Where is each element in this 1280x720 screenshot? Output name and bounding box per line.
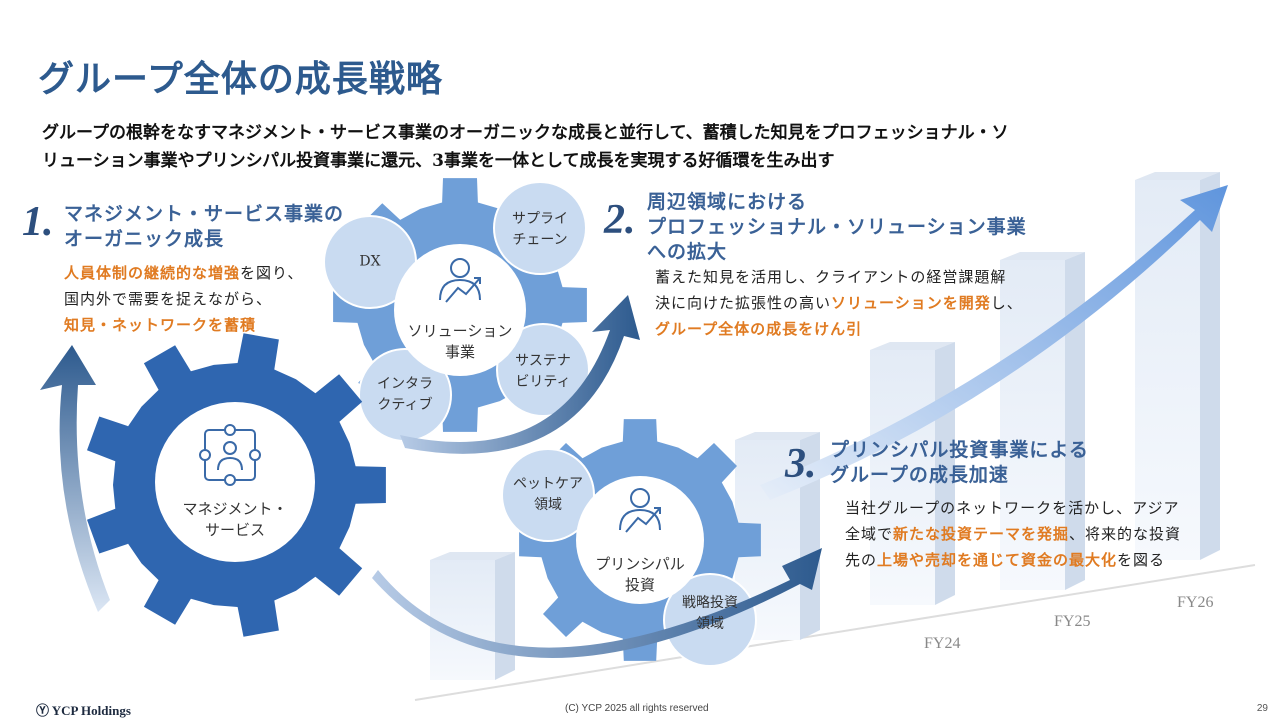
heading-line: プリンシパル投資事業による: [830, 439, 1089, 461]
section-1-body: 人員体制の継続的な増強を図り、 国内外で需要を捉えながら、 知見・ネットワークを…: [64, 260, 303, 338]
section-2-heading: 周辺領域におけるプロフェッショナル・ソリューション事業への拡大: [647, 190, 1027, 265]
section-2-body: 蓄えた知見を活用し、クライアントの経営課題解 決に向けた拡張性の高いソリューショ…: [655, 264, 1023, 342]
solution-center: [394, 244, 526, 376]
text: 決に向けた拡張性の高い: [655, 294, 832, 312]
growth-arrow: [760, 185, 1228, 500]
label-line: ペットケア: [513, 476, 583, 492]
section-1-number: 1.: [22, 199, 54, 245]
text: 当社グループのネットワークを活かし、アジア: [845, 499, 1180, 517]
label-line: ソリューション: [407, 322, 513, 340]
item-supply-chain: サプライチェーン: [512, 209, 568, 251]
company-logo: Ⓨ YCP Holdings: [36, 703, 131, 718]
fy25-label: FY25: [1054, 613, 1091, 630]
item-strategic: 戦略投資領域: [682, 593, 738, 635]
highlight: ソリューションを開発: [831, 294, 991, 312]
heading-line: マネジメント・サービス事業の: [64, 203, 345, 225]
heading-line: への拡大: [647, 241, 728, 263]
label-line: チェーン: [512, 232, 568, 248]
text: 、将来的な投資: [1069, 525, 1182, 543]
bar: [1000, 260, 1065, 590]
bar-top: [870, 342, 955, 350]
item-interactive: インタラクティブ: [377, 374, 433, 416]
label-line: マネジメント・: [182, 500, 288, 518]
person-growth-icon: [619, 488, 661, 533]
label-line: インタラ: [377, 376, 433, 392]
label-line: サービス: [204, 521, 266, 539]
heading-line: プロフェッショナル・ソリューション事業: [647, 216, 1027, 238]
highlight: 知見・ネットワークを蓄積: [64, 316, 257, 334]
text: 国内外で需要を捉えながら、: [64, 290, 273, 308]
arrow-2: [400, 295, 640, 454]
label-line: 事業: [444, 343, 476, 361]
text: 全域で: [845, 525, 894, 543]
floor-line: [414, 564, 1256, 701]
bar: [870, 350, 935, 605]
text: 先の: [845, 551, 878, 569]
arrow-1: [40, 345, 110, 612]
puzzle-people-icon: [199, 424, 261, 486]
logo-text: YCP Holdings: [51, 703, 131, 718]
section-3-body: 当社グループのネットワークを活かし、アジア 全域で新たな投資テーマを発掘、将来的…: [845, 495, 1181, 573]
bar-side: [1065, 252, 1085, 590]
heading-line: オーガニック成長: [64, 228, 225, 250]
item-sustainability: サステナビリティ: [515, 351, 571, 393]
page-title: グループ全体の成長戦略: [38, 58, 443, 100]
text: 蓄えた知見を活用し、クライアントの経営課題解: [655, 268, 1007, 286]
bar-side: [495, 552, 515, 680]
management-gear-label: マネジメント・サービス: [182, 499, 287, 541]
section-3-number: 3.: [785, 441, 817, 487]
section-1-heading: マネジメント・サービス事業のオーガニック成長: [64, 202, 344, 252]
heading-line: グループの成長加速: [830, 464, 1009, 486]
label-line: クティブ: [377, 397, 433, 413]
bar-top: [735, 432, 820, 440]
highlight: 上場や売却を通じて資金の最大化: [877, 551, 1118, 569]
label-line: 戦略投資: [682, 595, 738, 611]
label-line: 領域: [534, 497, 562, 513]
highlight: グループ全体の成長をけん引: [655, 320, 863, 338]
fy26-label: FY26: [1177, 594, 1214, 611]
label-line: サプライ: [512, 211, 568, 227]
label-line: 投資: [624, 576, 655, 594]
item-circle: [501, 448, 595, 542]
heading-line: 周辺領域における: [647, 191, 808, 213]
solution-gear-label: ソリューション事業: [408, 321, 513, 363]
label-line: サステナ: [515, 353, 571, 369]
bar: [430, 560, 495, 680]
highlight: 新たな投資テーマを発掘: [893, 525, 1070, 543]
principal-center: [576, 476, 704, 604]
section-3-heading: プリンシパル投資事業によるグループの成長加速: [830, 438, 1089, 488]
principal-gear-label: プリンシパル投資: [595, 554, 685, 596]
item-dx: DX: [359, 253, 381, 270]
item-petcare: ペットケア領域: [513, 474, 583, 516]
subtitle-line-1: グループの根幹をなすマネジメント・サービス事業のオーガニックな成長と並行して、蓄…: [42, 123, 1009, 143]
item-circle: [496, 323, 590, 417]
fy24-label: FY24: [924, 635, 961, 652]
bar-top: [1135, 172, 1220, 180]
highlight: 人員体制の継続的な増強: [64, 264, 241, 282]
label-line: 領域: [696, 616, 724, 632]
subtitle-line-2: リューション事業やプリンシパル投資事業に還元、3事業を一体として成長を実現する好…: [42, 151, 835, 171]
page-number: 29: [1256, 703, 1268, 714]
section-2-number: 2.: [604, 197, 636, 243]
label-line: ビリティ: [515, 374, 571, 390]
person-growth-icon: [439, 258, 481, 303]
label-line: プリンシパル: [595, 555, 685, 573]
text: を図り、: [240, 264, 304, 282]
bar-top: [1000, 252, 1085, 260]
bar-top: [430, 552, 515, 560]
item-circle: [493, 181, 587, 275]
copyright: (C) YCP 2025 all rights reserved: [565, 703, 709, 714]
text: し、: [990, 294, 1023, 312]
bar-side: [1200, 172, 1220, 560]
text: を図る: [1117, 551, 1166, 569]
